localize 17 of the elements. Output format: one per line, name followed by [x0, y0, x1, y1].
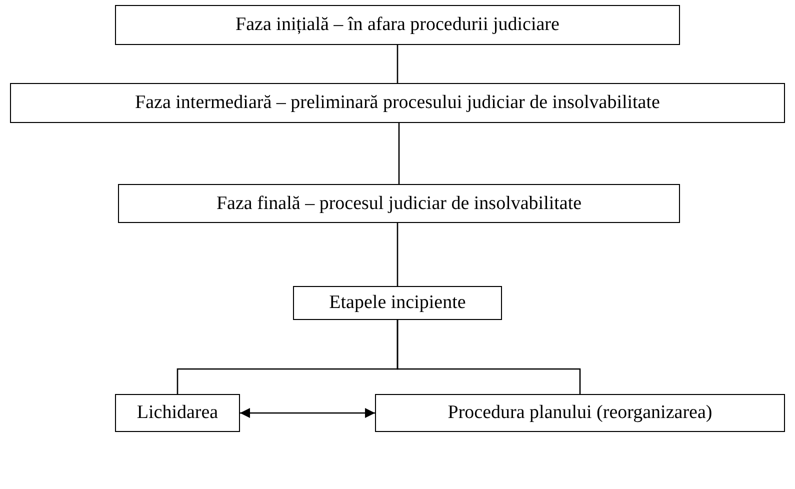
phase-box [293, 286, 502, 320]
box-label: Etapele incipiente [329, 291, 466, 315]
phase-box [115, 394, 240, 432]
box-label: Lichidarea [136, 401, 218, 425]
phase-box [375, 394, 785, 432]
double-arrow [240, 408, 375, 418]
phase-box [118, 184, 680, 223]
connector-line [398, 123, 400, 184]
box-label: Procedura planului (reorganizarea) [448, 401, 712, 425]
phase-box [10, 83, 785, 123]
connector-line [396, 223, 398, 286]
box-label: Faza finală – procesul judiciar de insolvabilitate [216, 192, 582, 216]
box-label: Faza intermediară – preliminară procesului judiciar de insolvabilitate [135, 91, 660, 115]
connector-line [396, 320, 581, 394]
box-label: Faza inițială – în afara procedurii judiciare [236, 13, 560, 37]
connector-line [396, 45, 398, 83]
phase-box [115, 5, 680, 45]
